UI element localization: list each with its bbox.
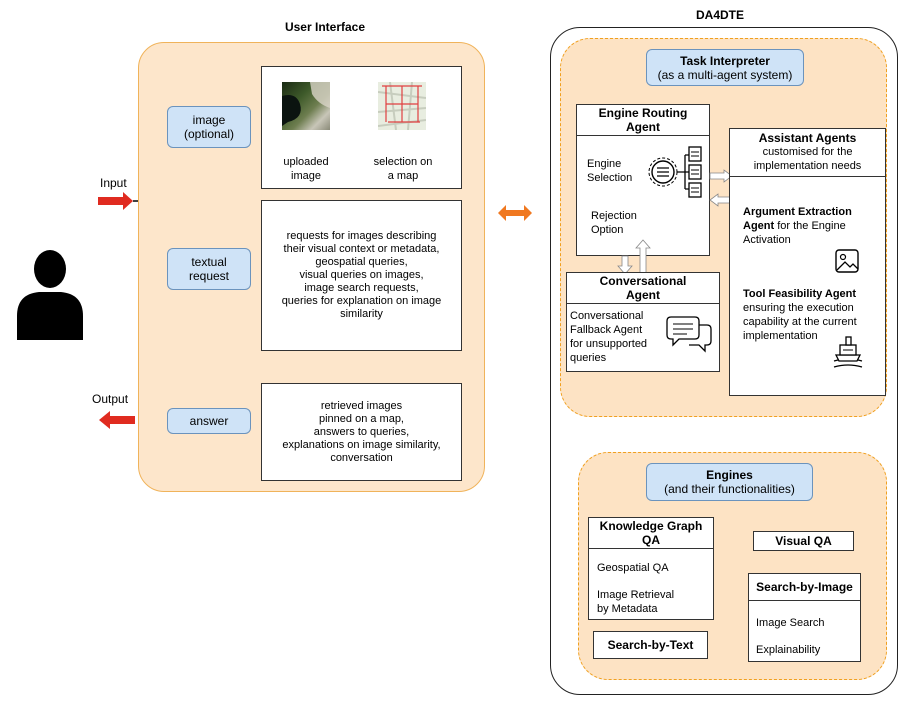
conversational-body: Conversational Fallback Agent for unsupp… (570, 309, 647, 365)
tool-line1: ensuring the execution (743, 302, 854, 314)
engines-pill: Engines (and their functionalities) (646, 463, 813, 501)
da4dte-title: DA4DTE (695, 8, 744, 22)
uploaded-caption: uploaded image (270, 155, 342, 183)
conversational-body-line2: Fallback Agent (570, 324, 643, 336)
image-pill-line2: (optional) (183, 127, 235, 141)
argument-extraction-agent: Argument Extraction Agent for the Engine… (743, 205, 887, 247)
engines-title: Engines (706, 468, 753, 482)
conversational-header-line2: Agent (626, 288, 660, 302)
requests-line2: their visual context or metadata, (283, 243, 440, 255)
engine-selection-text: Engine Selection (587, 157, 632, 185)
uploaded-caption-line1: uploaded (283, 156, 329, 168)
output-label: Output (92, 392, 129, 406)
input-arrow (98, 192, 133, 210)
routing-icon (648, 146, 702, 198)
kgqa-title-line2: QA (642, 533, 660, 547)
text-pill-line1: textual (191, 255, 227, 269)
uploaded-caption-line2: image (291, 170, 321, 182)
conversational-agent: Conversational Agent Conversational Fall… (566, 272, 720, 372)
engines-sub: (and their functionalities) (664, 482, 795, 496)
requests-line6: queries for explanation on image (281, 295, 442, 307)
answers-line2: pinned on a map, (318, 412, 404, 425)
answers-line5: conversation (330, 451, 393, 464)
engine-selection-line1: Engine (587, 158, 622, 170)
assistant-header: Assistant Agents (758, 131, 857, 145)
assistant-sub-line2: implementation needs (753, 160, 862, 172)
engine-routing-header-line1: Engine Routing (598, 106, 688, 120)
arg-bold-2: Agent (743, 220, 775, 232)
engine-routing-header: Engine Routing Agent (577, 105, 709, 136)
input-label: Input (100, 176, 127, 190)
map-caption-line2: a map (387, 170, 419, 182)
answers-line4: explanations on image similarity, (282, 438, 441, 451)
requests-line3: geospatial queries, (315, 256, 408, 268)
arg-bold-1: Argument Extraction (743, 206, 852, 218)
tool-line2: capability at the current (743, 316, 857, 328)
satellite-thumbnail (282, 82, 330, 130)
kgqa-item-retrieval-line1: Image Retrieval (597, 589, 675, 601)
assistant-sub-line1: customised for the (762, 146, 853, 158)
arg-rest-2: Activation (743, 234, 791, 246)
image-pill: image (optional) (167, 106, 251, 148)
answers-line1: retrieved images (320, 399, 403, 412)
answer-pill: answer (167, 408, 251, 434)
image-pill-line1: image (192, 113, 226, 127)
conversational-body-line3: for unsupported (570, 338, 648, 350)
ship-icon (833, 336, 863, 368)
conversational-body-line4: queries (570, 352, 607, 364)
kgqa-item-retrieval: Image Retrieval by Metadata (597, 588, 674, 616)
search-by-text-engine: Search-by-Text (593, 631, 708, 659)
map-thumbnail (378, 82, 426, 130)
image-icon (835, 249, 859, 273)
search-by-image-engine: Search-by-Image Image Search Explainabil… (748, 573, 861, 662)
kgqa-engine: Knowledge Graph QA Geospatial QA Image R… (588, 517, 714, 620)
output-arrow (99, 411, 135, 429)
conversational-header: Conversational Agent (567, 273, 719, 304)
answers-line3: answers to queries, (313, 425, 410, 438)
conversational-body-line1: Conversational (570, 310, 644, 322)
map-caption-line1: selection on (373, 156, 433, 168)
arg-rest-1: for the Engine (774, 220, 846, 232)
bidirectional-arrow (498, 205, 532, 221)
answers-box: retrieved images pinned on a map, answer… (261, 383, 462, 481)
task-interpreter-sub: (as a multi-agent system) (657, 67, 793, 82)
requests-line4: visual queries on images, (299, 269, 424, 281)
engine-selection-line2: Selection (587, 172, 633, 184)
search-by-image-title: Search-by-Image (749, 574, 860, 601)
user-silhouette (15, 250, 85, 340)
chat-icon (666, 316, 712, 353)
requests-box: requests for images describing their vis… (261, 200, 462, 351)
tool-feasibility-agent: Tool Feasibility Agent ensuring the exec… (743, 287, 887, 343)
requests-line7: similarity (340, 308, 383, 320)
assistant-agents: Assistant Agents customised for the impl… (729, 128, 886, 396)
kgqa-item-retrieval-line2: by Metadata (597, 603, 658, 615)
text-pill-line2: request (188, 269, 230, 283)
map-caption: selection on a map (362, 155, 444, 183)
rejection-line1: Rejection (591, 210, 637, 222)
task-interpreter-pill: Task Interpreter (as a multi-agent syste… (646, 49, 804, 86)
conversational-header-line1: Conversational (599, 274, 687, 288)
requests-line1: requests for images describing (286, 230, 437, 242)
explainability-item: Explainability (756, 644, 821, 656)
image-search-item: Image Search (756, 617, 825, 629)
engine-routing-agent: Engine Routing Agent Engine Selection Re… (576, 104, 710, 256)
rejection-text: Rejection Option (591, 209, 637, 237)
kgqa-title: Knowledge Graph QA (589, 518, 713, 549)
tool-line3: implementation (743, 330, 818, 342)
requests-line5: image search requests, (304, 282, 419, 294)
engine-routing-header-line2: Agent (626, 120, 660, 134)
tool-bold: Tool Feasibility Agent (743, 288, 857, 300)
assistant-icons (833, 249, 863, 368)
task-interpreter-title: Task Interpreter (680, 53, 770, 68)
person-icon (17, 250, 83, 340)
image-inputs-box: uploaded image selection on a map (261, 66, 462, 189)
kgqa-title-line1: Knowledge Graph (599, 519, 703, 533)
rejection-line2: Option (591, 224, 624, 236)
ui-title: User Interface (284, 20, 366, 34)
text-pill: textual request (167, 248, 251, 290)
visual-qa-engine: Visual QA (753, 531, 854, 551)
kgqa-item-geospatial: Geospatial QA (597, 562, 669, 574)
assistant-header-block: Assistant Agents customised for the impl… (730, 129, 885, 177)
